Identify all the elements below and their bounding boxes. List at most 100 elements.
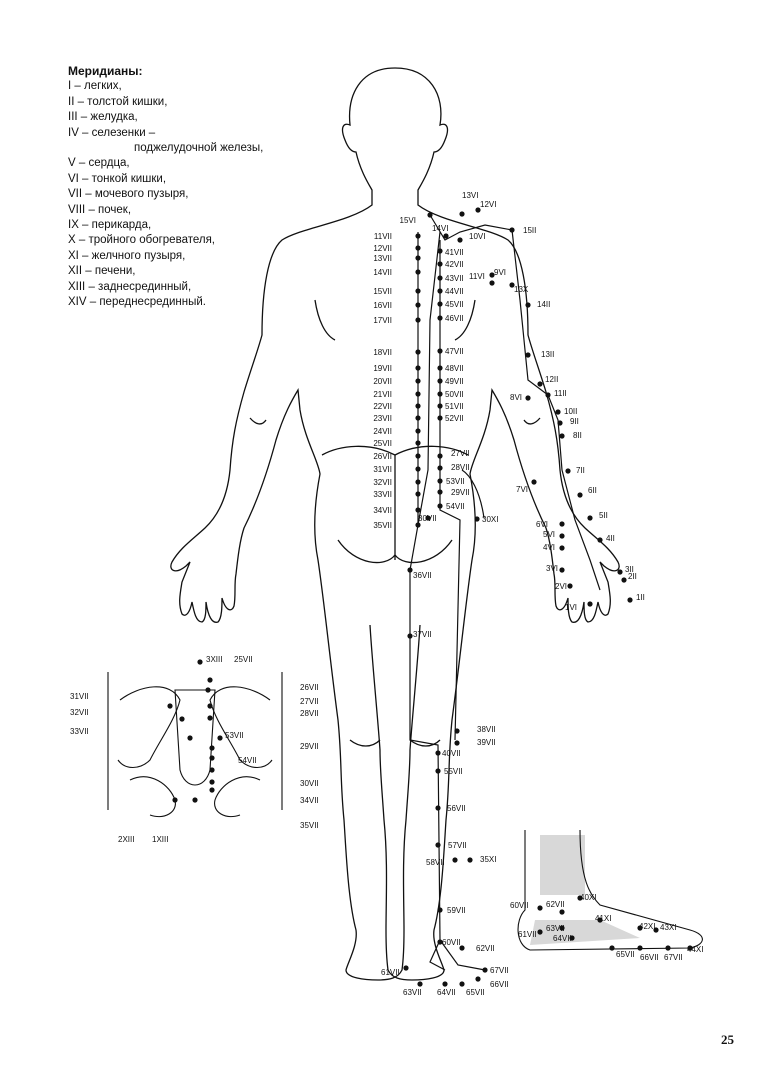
acupoint-dot [559,521,564,526]
acupoint-label: 38VII [477,725,496,734]
acupoint-dot [621,577,626,582]
acupoint-label: 33VII [373,490,392,499]
acupoint-label: 28VII [451,463,470,472]
acupoint-dot [415,269,420,274]
acupoint-dot [207,715,212,720]
acupoint-dot [454,740,459,745]
acupoint-dot [665,945,670,950]
acupoint-label: 3VI [546,564,558,573]
acupoint-dot [415,391,420,396]
acupoint-label: 67VII [490,966,509,975]
acupoint-dot [475,976,480,981]
acupoint-dot [565,468,570,473]
acupoint-label: 48VII [445,364,464,373]
acupoint-label: 61VII [381,968,400,977]
acupoint-label: 32VII [373,478,392,487]
acupoint-label: 10VI [469,232,485,241]
acupoint-label: 57VII [448,841,467,850]
acupoint-label: 25VII [373,439,392,448]
acupoint-label: 36VII [413,571,432,580]
acupoint-label: 14VI [432,224,448,233]
acupoint-label: 58VII [426,858,445,867]
acupoint-label: 11II [554,389,567,398]
acupoint-dot [415,288,420,293]
acupoint-dot [437,288,442,293]
acupoint-dot [179,716,184,721]
acupoint-label: 43XI [660,923,676,932]
acupoint-dot [457,237,462,242]
acupoint-label: 30VII [418,514,437,523]
acupoint-label: 60VII [510,901,529,910]
acupoint-label: 6II [588,486,597,495]
acupoint-dot [627,597,632,602]
acupoint-dot [407,567,412,572]
acupoint-label: 1VI [565,603,577,612]
acupoint-dot [617,569,622,574]
acupoint-label: 2XIII [118,835,134,844]
acupoint-dot [415,403,420,408]
acupoint-dot [205,687,210,692]
acupoint-dot [559,545,564,550]
acupoint-dot [437,378,442,383]
acupoint-dot [525,302,530,307]
acupoint-label: 34VII [373,506,392,515]
acupoint-label: 50VII [445,390,464,399]
acupoint-dot [435,750,440,755]
acupoint-label: 40XI [580,893,596,902]
acupoint-label: 18VII [373,348,392,357]
acupoint-dot [187,735,192,740]
acupoint-dot [482,967,487,972]
acupoint-dot [454,728,459,733]
acupoint-label: 27VII [451,449,470,458]
acupoint-dot [537,905,542,910]
acupoint-label: 32VII [70,708,89,717]
acupoint-dot [437,465,442,470]
acupoint-label: 33VII [70,727,89,736]
acupoint-dot [442,981,447,986]
acupoint-dot [437,478,442,483]
acupoint-dot [559,433,564,438]
acupoint-dot [172,797,177,802]
acupoint-label: 3XIII [206,655,222,664]
acupoint-dot [417,981,422,986]
acupoint-label: 26VII [373,452,392,461]
acupoint-label: 56VII [447,804,466,813]
acupoint-dot [167,703,172,708]
acupoint-label: 64VII [553,934,572,943]
acupoint-dot [415,440,420,445]
acupoint-label: 41XI [595,914,611,923]
acupoint-label: 27VII [300,697,319,706]
acupoint-label: 15VII [373,287,392,296]
acupoint-dot [437,907,442,912]
acupoint-label: 4II [606,534,615,543]
acupoint-dot [415,302,420,307]
acupoint-label: 35VII [300,821,319,830]
acupoint-label: 22VII [373,402,392,411]
acupoint-label: 45VII [445,300,464,309]
acupoint-label: 13II [541,350,554,359]
acupoint-label: 34VII [300,796,319,805]
acupoint-label: 1XIII [152,835,168,844]
acupoint-dot [474,516,479,521]
acupoint-dot [525,395,530,400]
acupoint-dot [209,787,214,792]
acupoint-label: 66VII [640,953,659,962]
acupoint-dot [437,365,442,370]
acupoint-label: 51VII [445,402,464,411]
acupoint-label: 44VII [445,287,464,296]
acupoint-dot [209,767,214,772]
acupoint-label: 42XI [639,922,655,931]
acupoint-dot [437,315,442,320]
acupoint-label: 8VI [510,393,522,402]
acupoint-dot [437,275,442,280]
acupoint-label: 11VI [469,272,485,281]
acupoint-label: 23VII [373,414,392,423]
acupoint-label: 64VII [437,988,456,997]
acupoint-dot [577,492,582,497]
acupoint-label: 60VII [442,938,461,947]
acupoint-label: 9II [570,417,579,426]
acupoint-dot [192,797,197,802]
acupoint-label: 8II [573,431,582,440]
acupoint-dot [437,301,442,306]
acupoint-dot [567,583,572,588]
